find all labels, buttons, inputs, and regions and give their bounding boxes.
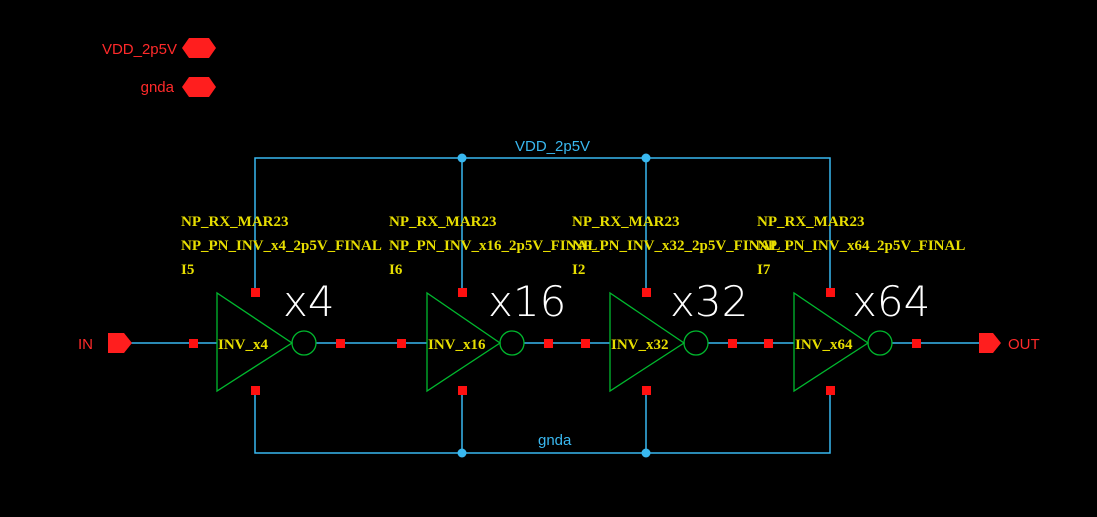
output-pin-icon[interactable] bbox=[979, 333, 1001, 353]
instance-library-label: NP_RX_MAR23 bbox=[572, 214, 679, 230]
gnd-net-label: gnda bbox=[538, 432, 572, 449]
terminal-square bbox=[251, 288, 260, 297]
gnd-junction-dot bbox=[641, 448, 651, 458]
instance-name-label: I6 bbox=[389, 262, 403, 278]
input-pin-icon[interactable] bbox=[108, 333, 132, 353]
vdd-net[interactable]: VDD_2p5V bbox=[254, 138, 831, 293]
terminal-square bbox=[826, 386, 835, 395]
terminal-square bbox=[458, 288, 467, 297]
inverter-instance-i5[interactable]: NP_RX_MAR23 NP_PN_INV_x4_2p5V_FINAL I5 I… bbox=[181, 214, 382, 393]
inverter-triangle-icon bbox=[426, 291, 502, 393]
terminal-square bbox=[826, 288, 835, 297]
in-pin[interactable]: IN bbox=[78, 333, 132, 353]
gate-label: INV_x32 bbox=[611, 337, 669, 353]
instance-name-label: I2 bbox=[572, 262, 585, 278]
terminal-square bbox=[642, 288, 651, 297]
terminal-square bbox=[764, 339, 773, 348]
inverter-instance-i2[interactable]: NP_RX_MAR23 NP_PN_INV_x32_2p5V_FINAL I2 … bbox=[572, 214, 780, 393]
terminal-square bbox=[189, 339, 198, 348]
terminal-square bbox=[251, 386, 260, 395]
instance-library-label: NP_RX_MAR23 bbox=[389, 214, 496, 230]
gate-label: INV_x16 bbox=[428, 337, 486, 353]
instance-cell-label: NP_PN_INV_x16_2p5V_FINAL bbox=[389, 238, 597, 254]
instance-name-label: I7 bbox=[757, 262, 771, 278]
vdd-rail-wire[interactable] bbox=[254, 157, 831, 293]
gnd-net[interactable]: gnda bbox=[254, 391, 831, 458]
inverter-triangle-icon bbox=[793, 291, 870, 393]
instance-library-label: NP_RX_MAR23 bbox=[181, 214, 288, 230]
inout-pin-icon[interactable] bbox=[182, 38, 216, 58]
gnd-pin[interactable]: gnda bbox=[141, 77, 216, 97]
inverter-triangle-icon bbox=[216, 291, 294, 393]
drive-strength-label: x4 bbox=[283, 277, 335, 326]
terminal-square bbox=[397, 339, 406, 348]
gate-label: INV_x64 bbox=[795, 337, 853, 353]
inverter-instance-i6[interactable]: NP_RX_MAR23 NP_PN_INV_x16_2p5V_FINAL I6 … bbox=[389, 214, 597, 393]
vdd-junction-dot bbox=[457, 153, 467, 163]
terminal-square bbox=[336, 339, 345, 348]
drive-strength-label: x64 bbox=[852, 277, 930, 326]
instance-cell-label: NP_PN_INV_x4_2p5V_FINAL bbox=[181, 238, 382, 254]
instance-cell-label: NP_PN_INV_x64_2p5V_FINAL bbox=[757, 238, 965, 254]
inverter-bubble-icon bbox=[291, 330, 317, 356]
terminal-square bbox=[458, 386, 467, 395]
terminal-markers bbox=[189, 288, 921, 395]
inout-pin-icon[interactable] bbox=[182, 77, 216, 97]
terminal-square bbox=[581, 339, 590, 348]
terminal-square bbox=[728, 339, 737, 348]
drive-strength-label: x16 bbox=[488, 277, 566, 326]
inverter-bubble-icon bbox=[683, 330, 709, 356]
out-pin[interactable]: OUT bbox=[979, 333, 1040, 353]
inverter-bubble-icon bbox=[867, 330, 893, 356]
vdd-pin[interactable]: VDD_2p5V bbox=[102, 38, 216, 58]
inverter-bubble-icon bbox=[499, 330, 525, 356]
gnd-pin-label: gnda bbox=[141, 79, 175, 96]
vdd-pin-label: VDD_2p5V bbox=[102, 41, 177, 58]
drive-strength-label: x32 bbox=[670, 277, 748, 326]
gate-label: INV_x4 bbox=[218, 337, 269, 353]
instance-cell-label: NP_PN_INV_x32_2p5V_FINAL bbox=[572, 238, 780, 254]
instance-library-label: NP_RX_MAR23 bbox=[757, 214, 864, 230]
terminal-square bbox=[642, 386, 651, 395]
instance-name-label: I5 bbox=[181, 262, 194, 278]
vdd-net-label: VDD_2p5V bbox=[515, 138, 590, 155]
out-pin-label: OUT bbox=[1008, 336, 1040, 353]
gnd-junction-dot bbox=[457, 448, 467, 458]
gnd-rail-wire[interactable] bbox=[254, 391, 831, 454]
terminal-square bbox=[912, 339, 921, 348]
inverter-triangle-icon bbox=[609, 291, 686, 393]
in-pin-label: IN bbox=[78, 336, 93, 353]
inverter-instance-i7[interactable]: NP_RX_MAR23 NP_PN_INV_x64_2p5V_FINAL I7 … bbox=[757, 214, 965, 393]
terminal-square bbox=[544, 339, 553, 348]
vdd-junction-dot bbox=[641, 153, 651, 163]
